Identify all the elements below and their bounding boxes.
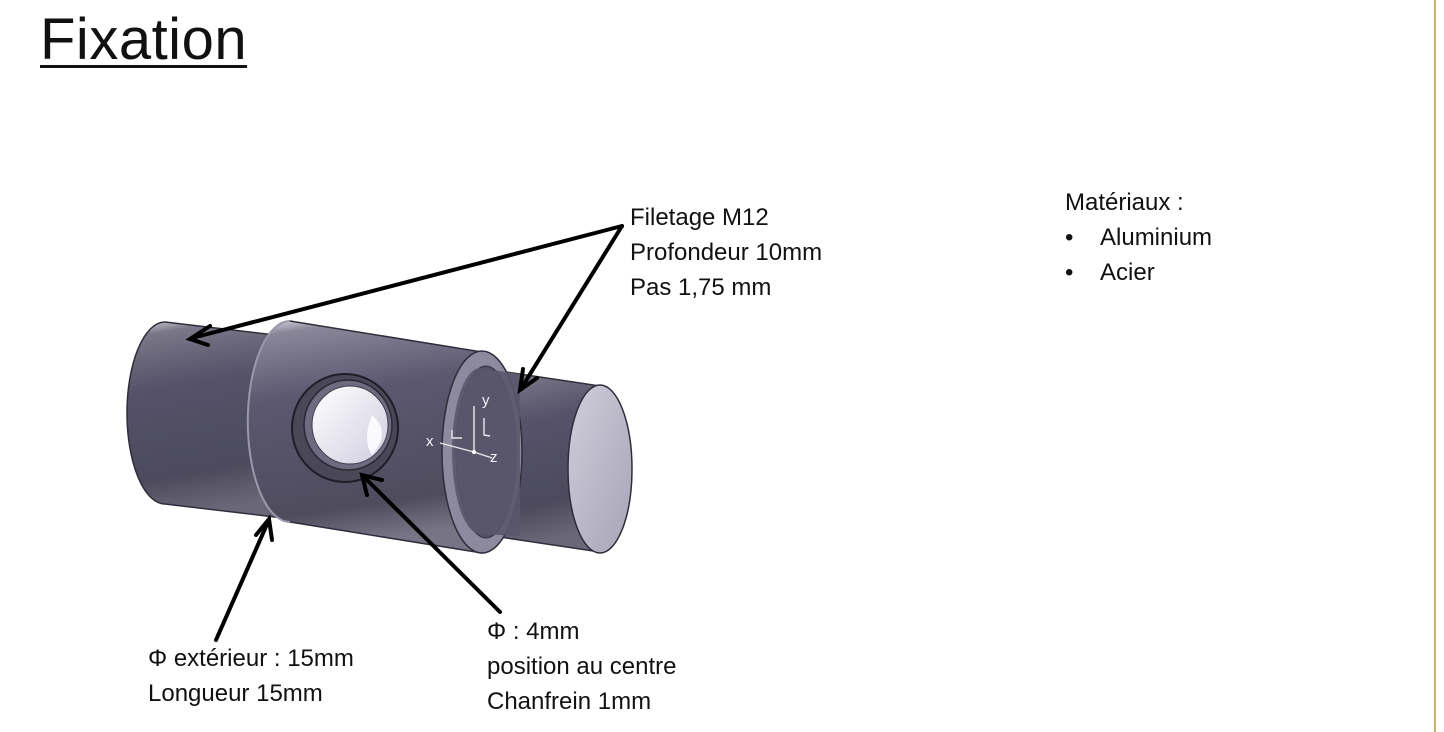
material-item-label: Aluminium [1100, 224, 1213, 251]
material-item: • Acier [1065, 255, 1212, 290]
hole-line-1: Φ : 4mm [487, 618, 580, 645]
materials-heading: Matériaux : [1065, 189, 1184, 216]
hole-line-2: position au centre [487, 653, 677, 680]
arrow-hole [362, 475, 502, 614]
bullet-icon: • [1065, 259, 1074, 286]
materials-list: Matériaux : • Aluminium • Acier [1065, 185, 1212, 290]
leader-arrows [185, 224, 624, 642]
bullet-icon: • [1065, 224, 1074, 251]
thread-annotation: Filetage M12 Profondeur 10mm Pas 1,75 mm [630, 200, 822, 305]
arrowhead-hole [359, 472, 384, 497]
axis-label-y: y [482, 392, 490, 409]
thread-line-1: Filetage M12 [630, 204, 769, 231]
outer-diameter-annotation: Φ extérieur : 15mm Longueur 15mm [148, 641, 354, 711]
hole-annotation: Φ : 4mm position au centre Chanfrein 1mm [487, 614, 676, 719]
thread-line-3: Pas 1,75 mm [630, 274, 772, 301]
hole-line-3: Chanfrein 1mm [487, 688, 652, 715]
arrowhead-thread-right [517, 367, 539, 395]
end-face [567, 384, 633, 554]
arrow-thread-right [520, 224, 624, 389]
thread-line-2: Profondeur 10mm [630, 239, 823, 266]
axis-triad [439, 406, 493, 459]
material-item-label: Acier [1100, 259, 1155, 286]
outer-line-1: Φ extérieur : 15mm [148, 645, 354, 672]
page-title: Fixation [40, 7, 248, 72]
arrow-outer [214, 520, 270, 642]
outer-line-2: Longueur 15mm [148, 680, 323, 707]
arrow-thread-left [194, 224, 624, 339]
slide-edge-rule [1434, 0, 1436, 732]
arrowhead-outer [254, 514, 274, 542]
material-item: • Aluminium [1065, 220, 1212, 255]
axis-label-z: z [490, 449, 498, 466]
cross-hole [291, 373, 399, 483]
arrowhead-thread-left [185, 324, 212, 347]
axis-label-x: x [426, 433, 434, 450]
